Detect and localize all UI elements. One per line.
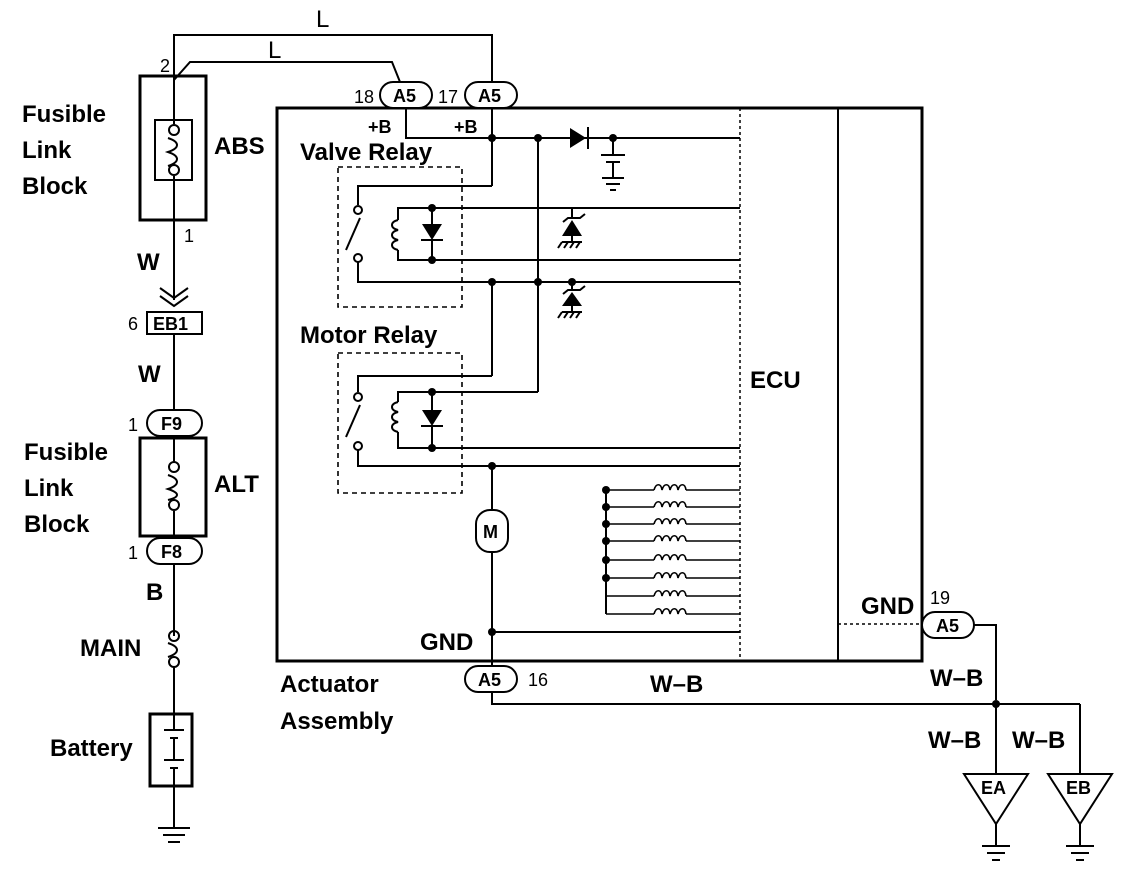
f9-name: F9 bbox=[161, 414, 182, 434]
alt-label-line1: Fusible bbox=[24, 439, 108, 466]
main-fuse-label: MAIN bbox=[80, 635, 141, 662]
abs-label-line1: Fusible bbox=[22, 101, 106, 128]
actuator-label-line2: Assembly bbox=[280, 708, 394, 735]
ecu-gnd-label: GND bbox=[861, 593, 914, 620]
connector-a5-16: A5 16 bbox=[464, 665, 548, 693]
connector-f9: F9 1 bbox=[128, 409, 203, 437]
motor-label: M bbox=[483, 522, 498, 542]
actuator-label-line1: Actuator bbox=[280, 671, 379, 698]
a5-18-pin: 18 bbox=[354, 87, 374, 107]
motor-relay-label: Motor Relay bbox=[300, 322, 438, 349]
wire-color-wb-right: W–B bbox=[1012, 727, 1065, 754]
wire-color-wb-left: W–B bbox=[928, 727, 981, 754]
a5-18-name: A5 bbox=[393, 86, 416, 106]
a5-19-pin: 19 bbox=[930, 588, 950, 608]
battery: Battery bbox=[50, 712, 194, 788]
solenoid-bundle bbox=[602, 483, 740, 615]
ground-eb-label: EB bbox=[1066, 778, 1091, 798]
battery-label: Battery bbox=[50, 735, 133, 762]
f8-pin: 1 bbox=[128, 543, 138, 563]
abs-fuse-name: ABS bbox=[214, 133, 265, 160]
solenoid-coil bbox=[602, 553, 740, 564]
fusible-link-block-abs: 2 ABS Fusible Link Block 1 bbox=[22, 56, 265, 246]
solenoid-coil bbox=[602, 483, 740, 494]
ground-point-ea: EA bbox=[962, 773, 1030, 861]
connector-eb1: EB1 6 bbox=[128, 311, 203, 335]
wire-color-w1: W bbox=[137, 249, 160, 276]
abs-pin-bottom: 1 bbox=[184, 226, 194, 246]
connector-f8: F8 1 bbox=[128, 537, 203, 565]
wire-color-wb-ecu: W–B bbox=[930, 665, 983, 692]
plus-b-label-1: +B bbox=[368, 117, 392, 137]
f8-name: F8 bbox=[161, 542, 182, 562]
top-wires: L L bbox=[173, 6, 493, 95]
abs-label-line3: Block bbox=[22, 173, 88, 200]
alt-label-line3: Block bbox=[24, 511, 90, 538]
a5-17-pin: 17 bbox=[438, 87, 458, 107]
connector-a5-18: A5 18 bbox=[354, 81, 433, 109]
a5-16-name: A5 bbox=[478, 670, 501, 690]
wire-color-w2: W bbox=[138, 361, 161, 388]
solenoid-coil bbox=[606, 589, 740, 597]
abs-pin-top: 2 bbox=[160, 56, 170, 76]
a5-16-pin: 16 bbox=[528, 670, 548, 690]
zener-diode-1 bbox=[557, 208, 586, 249]
eb1-pin: 6 bbox=[128, 314, 138, 334]
fusible-link-block-alt: ALT Fusible Link Block bbox=[24, 436, 259, 538]
pump-motor: M bbox=[475, 509, 509, 553]
ecu-block: ECU GND bbox=[739, 108, 922, 661]
main-fuse: MAIN bbox=[80, 630, 180, 668]
wire-color-top-inner: L bbox=[268, 37, 281, 64]
solenoid-coil bbox=[602, 517, 740, 528]
wire-color-top-outer: L bbox=[316, 6, 329, 33]
a5-17-name: A5 bbox=[478, 86, 501, 106]
solenoid-coil bbox=[602, 571, 740, 582]
motor-relay-box bbox=[337, 352, 463, 494]
wire-color-wb-main: W–B bbox=[650, 671, 703, 698]
valve-relay-box bbox=[337, 166, 463, 308]
ground-ea-label: EA bbox=[981, 778, 1006, 798]
abs-label-line2: Link bbox=[22, 137, 72, 164]
alt-label-line2: Link bbox=[24, 475, 74, 502]
actuator-assembly-box bbox=[275, 106, 924, 663]
connector-a5-17: A5 17 bbox=[438, 81, 518, 109]
solenoid-coil bbox=[606, 607, 740, 615]
connector-a5-19: A5 19 bbox=[921, 588, 975, 639]
a5-19-name: A5 bbox=[936, 616, 959, 636]
valve-relay-label: Valve Relay bbox=[300, 139, 433, 166]
actuator-gnd-label: GND bbox=[420, 629, 473, 656]
wire-color-b: B bbox=[146, 579, 163, 606]
ground-point-eb: EB bbox=[1046, 773, 1114, 861]
plus-b-label-2: +B bbox=[454, 117, 478, 137]
solenoid-coil bbox=[602, 500, 740, 511]
f9-pin: 1 bbox=[128, 415, 138, 435]
ecu-label: ECU bbox=[750, 367, 801, 394]
zener-diode-2 bbox=[557, 282, 586, 319]
solenoid-coil bbox=[602, 534, 740, 545]
alt-fuse-name: ALT bbox=[214, 471, 259, 498]
eb1-name: EB1 bbox=[153, 314, 188, 334]
battery-ground-icon bbox=[158, 827, 190, 843]
